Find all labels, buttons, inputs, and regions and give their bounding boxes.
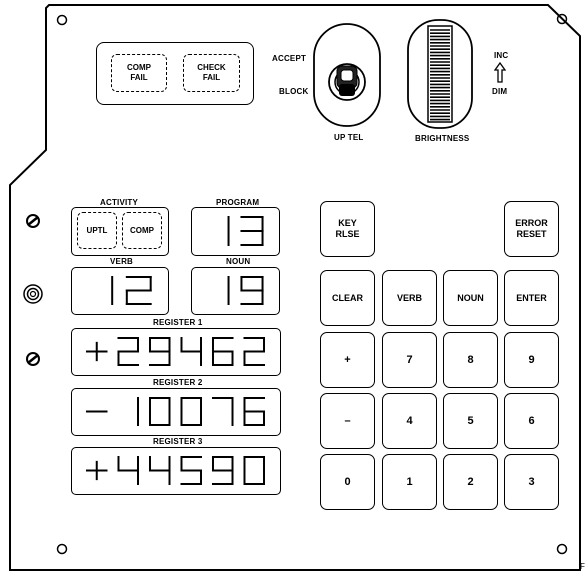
noun-display	[191, 267, 280, 315]
digit-char-5	[243, 397, 266, 426]
comp-activity-lamp: COMP	[122, 212, 162, 249]
key-1-button[interactable]: 1	[382, 454, 437, 510]
arrow-up-icon	[494, 62, 506, 83]
clear-button[interactable]: CLEAR	[320, 270, 375, 326]
digit-char-3	[180, 456, 203, 485]
register-1-label: REGISTER 1	[153, 318, 203, 327]
screw-icon	[26, 214, 40, 228]
digit-char-0	[85, 341, 108, 362]
digit-char-5	[243, 456, 266, 485]
noun-digits	[227, 276, 264, 305]
digit-char-1	[240, 276, 264, 305]
register-3-label: REGISTER 3	[153, 437, 203, 446]
key-8-button[interactable]: 8	[443, 332, 498, 388]
program-label: PROGRAM	[216, 198, 260, 207]
digit-char-2	[148, 337, 171, 366]
key-4-button[interactable]: 4	[382, 393, 437, 449]
activity-group: UPTL COMP	[71, 207, 169, 256]
register-1-digits	[85, 337, 266, 366]
digit-char-2	[148, 397, 171, 426]
accept-label: ACCEPT	[272, 54, 307, 63]
verb-button[interactable]: VERB	[382, 270, 437, 326]
digit-char-3	[180, 337, 203, 366]
warning-lamp-group: COMP FAIL CHECK FAIL	[96, 42, 254, 105]
key-3-button[interactable]: 3	[504, 454, 559, 510]
dim-label: DIM	[492, 87, 508, 96]
digit-char-3	[180, 397, 203, 426]
digit-char-1	[125, 276, 152, 305]
uptl-lamp: UPTL	[77, 212, 117, 249]
key-2-button[interactable]: 2	[443, 454, 498, 510]
digit-char-1	[117, 337, 140, 366]
digit-char-4	[211, 397, 234, 426]
key-6-button[interactable]: 6	[504, 393, 559, 449]
register-2-label: REGISTER 2	[153, 378, 203, 387]
verb-label: VERB	[110, 257, 134, 266]
uplink-toggle-switch[interactable]	[312, 22, 382, 130]
comp-fail-lamp: COMP FAIL	[111, 54, 167, 92]
verb-digits	[111, 276, 152, 305]
enter-button[interactable]: ENTER	[504, 270, 559, 326]
corner-hole-bottom-right	[556, 543, 568, 555]
digit-char-4	[211, 337, 234, 366]
program-display	[191, 207, 280, 256]
block-label: BLOCK	[279, 87, 309, 96]
key-9-button[interactable]: 9	[504, 332, 559, 388]
digit-char-0	[85, 460, 108, 481]
error-reset-button[interactable]: ERROR RESET	[504, 201, 559, 257]
register-3-digits	[85, 456, 266, 485]
minus-button[interactable]: –	[320, 393, 375, 449]
corner-mark: F	[580, 562, 586, 571]
key-7-button[interactable]: 7	[382, 332, 437, 388]
key-0-button[interactable]: 0	[320, 454, 375, 510]
connector-icon	[23, 284, 43, 304]
corner-hole-top-right	[556, 13, 568, 25]
digit-char-1	[240, 216, 264, 246]
digit-char-2	[148, 456, 171, 485]
corner-hole-bottom-left	[56, 543, 68, 555]
digit-char-1	[117, 456, 140, 485]
check-fail-lamp: CHECK FAIL	[183, 54, 240, 92]
noun-label: NOUN	[226, 257, 251, 266]
digit-char-5	[243, 337, 266, 366]
verb-display	[71, 267, 169, 315]
activity-label: ACTIVITY	[100, 198, 139, 207]
register-2-display	[71, 388, 281, 436]
brightness-label: BRIGHTNESS	[415, 134, 470, 143]
key-release-button[interactable]: KEY RLSE	[320, 201, 375, 257]
plus-button[interactable]: +	[320, 332, 375, 388]
digit-char-4	[211, 456, 234, 485]
program-digits	[227, 216, 264, 246]
corner-hole-top-left	[56, 14, 68, 26]
noun-button[interactable]: NOUN	[443, 270, 498, 326]
register-1-display	[71, 328, 281, 376]
up-tel-label: UP TEL	[334, 133, 364, 142]
register-3-display	[71, 447, 281, 495]
register-2-digits	[85, 397, 266, 426]
key-5-button[interactable]: 5	[443, 393, 498, 449]
brightness-thumbwheel[interactable]	[406, 18, 474, 130]
screw-icon	[26, 352, 40, 366]
inc-label: INC	[494, 51, 509, 60]
